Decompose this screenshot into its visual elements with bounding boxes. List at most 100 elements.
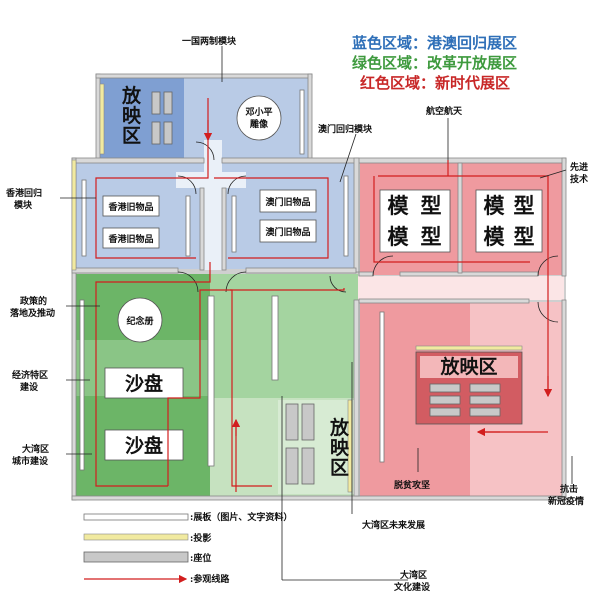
model-char-2: 型 — [421, 193, 442, 218]
seat — [151, 91, 161, 115]
legend-blue-zone: 蓝色区域：港澳回归展区 — [352, 34, 517, 52]
seat — [429, 407, 461, 417]
callout-bay-culture-line2: 文化建设 — [393, 581, 431, 593]
model-char-3: 模 — [388, 224, 410, 249]
memorial-label: 纪念册 — [126, 315, 153, 327]
legend-seat-label: :座位 — [190, 552, 211, 564]
callout-aerospace: 航空航天 — [426, 105, 463, 117]
callout-covid-line1: 抗击 — [560, 483, 578, 495]
seat — [285, 447, 299, 485]
projection-strip — [415, 345, 523, 351]
seat — [301, 403, 315, 441]
callout-bay-future: 大湾区未来发展 — [362, 519, 425, 531]
sandtable-1-label: 沙盘 — [125, 372, 163, 395]
screening-right-header — [420, 356, 518, 378]
model-char-7: 模 — [484, 224, 506, 249]
screening-top-label-1: 放 — [121, 84, 142, 107]
macau-item-label-1: 澳门旧物品 — [265, 196, 310, 208]
display-board — [271, 295, 279, 381]
door-arc — [537, 255, 559, 277]
legend-projection-swatch — [83, 533, 189, 541]
door-arc — [537, 301, 559, 323]
display-board — [299, 89, 305, 155]
wall — [399, 271, 539, 277]
model-char-8: 型 — [514, 224, 535, 249]
callout-one-country: 一国两制模块 — [182, 35, 237, 47]
wall — [561, 299, 567, 501]
callout-hk-line2: 模块 — [14, 199, 33, 211]
callout-tech-line1: 先进 — [570, 161, 588, 173]
projection-strip — [99, 83, 105, 155]
seat — [301, 447, 315, 485]
screening-right-label: 放映区 — [439, 355, 497, 378]
legend-projection-label: :投影 — [190, 532, 211, 544]
door-arc — [329, 275, 347, 293]
route-model-inner — [373, 176, 530, 263]
wall — [353, 299, 360, 497]
callout-sez-line1: 经济特区 — [12, 369, 48, 381]
route-macau — [214, 177, 329, 259]
seat — [285, 403, 299, 441]
route-hk — [95, 98, 209, 259]
legend-board-label: :展板（图片、文字资料） — [190, 511, 292, 523]
seat — [469, 407, 501, 417]
wall — [95, 73, 313, 79]
macau-item-label-2: 澳门旧物品 — [265, 226, 310, 238]
model-display-1 — [379, 189, 451, 253]
sandtable-2-label: 沙盘 — [125, 434, 163, 457]
macau-item-board-2 — [259, 219, 317, 243]
seat — [151, 121, 161, 145]
display-board — [185, 195, 191, 257]
door-arc — [177, 175, 197, 195]
leader-tech — [539, 169, 567, 179]
callout-tech-line2: 技术 — [570, 173, 588, 185]
blue-corridor-cross — [176, 172, 246, 188]
memorial-marker — [117, 297, 163, 343]
hk-item-label-1: 香港旧物品 — [107, 201, 153, 213]
seat — [469, 383, 501, 393]
seat — [163, 91, 173, 115]
seat — [163, 121, 173, 145]
red-corridor — [336, 276, 564, 300]
hk-item-label-2: 香港旧物品 — [107, 233, 153, 245]
statue-label-line2: 雕像 — [250, 118, 269, 130]
model-char-5: 模 — [484, 193, 506, 218]
wall — [95, 73, 101, 161]
seat — [429, 383, 461, 393]
leader-macau-return — [339, 133, 357, 183]
wall — [245, 267, 357, 274]
seat — [469, 395, 501, 405]
wall — [71, 495, 567, 501]
callout-sez-line2: 建设 — [20, 381, 39, 393]
route-green-inner — [167, 289, 272, 487]
legend-seat-swatch — [83, 551, 189, 563]
model-char-4: 型 — [421, 224, 442, 249]
wall — [561, 157, 567, 277]
hk-item-board-2 — [102, 227, 160, 249]
callout-bay-culture-line1: 大湾区 — [400, 569, 427, 581]
display-board — [379, 311, 385, 463]
screening-bottom-label-3: 区 — [330, 457, 349, 479]
callout-policy-line2: 落地及推动 — [10, 307, 55, 319]
display-board — [343, 175, 349, 257]
seat — [429, 395, 461, 405]
model-char-6: 型 — [514, 193, 535, 218]
callout-policy-line1: 政策的 — [20, 295, 47, 307]
statue-label-line1: 邓小平 — [245, 106, 272, 118]
display-board — [207, 295, 215, 467]
route-green-top — [230, 288, 345, 291]
blue-corridor — [204, 140, 222, 270]
callout-hk-line1: 香港回归 — [5, 187, 42, 199]
wall — [457, 162, 463, 274]
callout-poverty: 脱贫攻坚 — [394, 479, 430, 491]
sandtable-1 — [104, 367, 184, 399]
wall — [221, 187, 227, 271]
sandtable-2 — [104, 429, 184, 461]
display-board — [81, 179, 87, 257]
hk-item-board-1 — [102, 195, 160, 217]
wall — [221, 157, 567, 164]
macau-item-board-1 — [259, 189, 317, 213]
legend-red-zone: 红色区域：新时代展区 — [360, 74, 510, 92]
projection-strip — [71, 159, 77, 271]
